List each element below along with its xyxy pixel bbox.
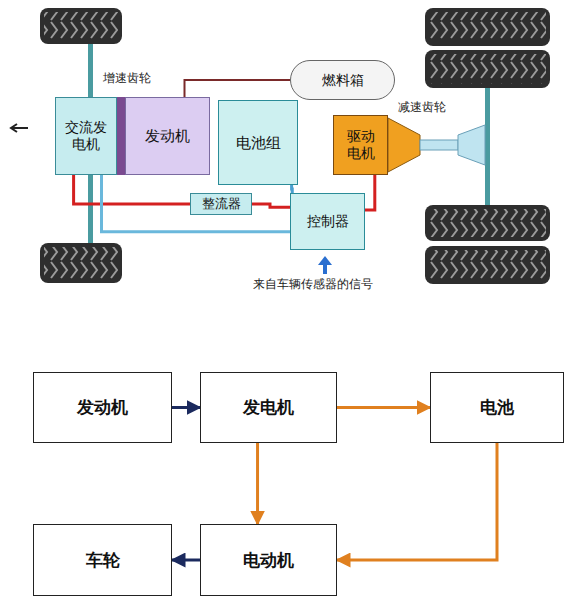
signal-arrow (323, 264, 327, 274)
rectifier-box: 整流器 (190, 193, 252, 215)
node-text: 车轮 (86, 550, 120, 570)
connector (337, 443, 497, 560)
connector (337, 406, 430, 409)
connector (365, 175, 375, 210)
gear-strip (117, 97, 125, 175)
node-text: 整流器 (202, 196, 241, 212)
process-box: 发电机 (200, 372, 337, 443)
part-label: 增速齿轮 (103, 70, 151, 87)
reduction-gear (388, 118, 420, 172)
connector (256, 443, 259, 524)
connector (252, 204, 290, 207)
drive-shaft (420, 140, 458, 150)
process-box: 车轮 (33, 524, 172, 596)
process-box: 发动机 (33, 372, 172, 443)
part-label: 来自车辆传感器的信号 (253, 276, 373, 293)
connector (74, 175, 190, 204)
engine-box: 发动机 (125, 97, 210, 175)
node-text: 控制器 (307, 213, 349, 230)
signal-arrowhead (318, 256, 332, 265)
node-text: 驱动电机 (347, 128, 375, 162)
connector (185, 80, 291, 97)
node-text: 发动机 (77, 397, 128, 417)
generator-box: 交流发电机 (55, 97, 117, 175)
fuel-tank: 燃料箱 (290, 60, 395, 100)
node-text: 电动机 (243, 550, 294, 570)
direction-arrow (11, 124, 28, 132)
connector (172, 406, 200, 409)
part-label: 减速齿轮 (398, 99, 446, 116)
drive-motor-box: 驱动电机 (333, 115, 388, 175)
differential (458, 125, 485, 165)
node-text: 燃料箱 (322, 72, 364, 89)
tire (40, 8, 550, 284)
process-box: 电动机 (200, 524, 337, 596)
rear-axle (485, 85, 490, 210)
node-text: 电池 (480, 397, 514, 417)
node-text: 电池组 (236, 134, 281, 152)
process-box: 电池 (430, 372, 564, 443)
connector (290, 185, 294, 193)
node-text: 发动机 (145, 127, 190, 145)
node-text: 发电机 (243, 397, 294, 417)
node-text: 交流发电机 (65, 119, 107, 153)
battery-box: 电池组 (218, 100, 298, 185)
connector (172, 559, 200, 562)
controller-box: 控制器 (290, 193, 365, 250)
